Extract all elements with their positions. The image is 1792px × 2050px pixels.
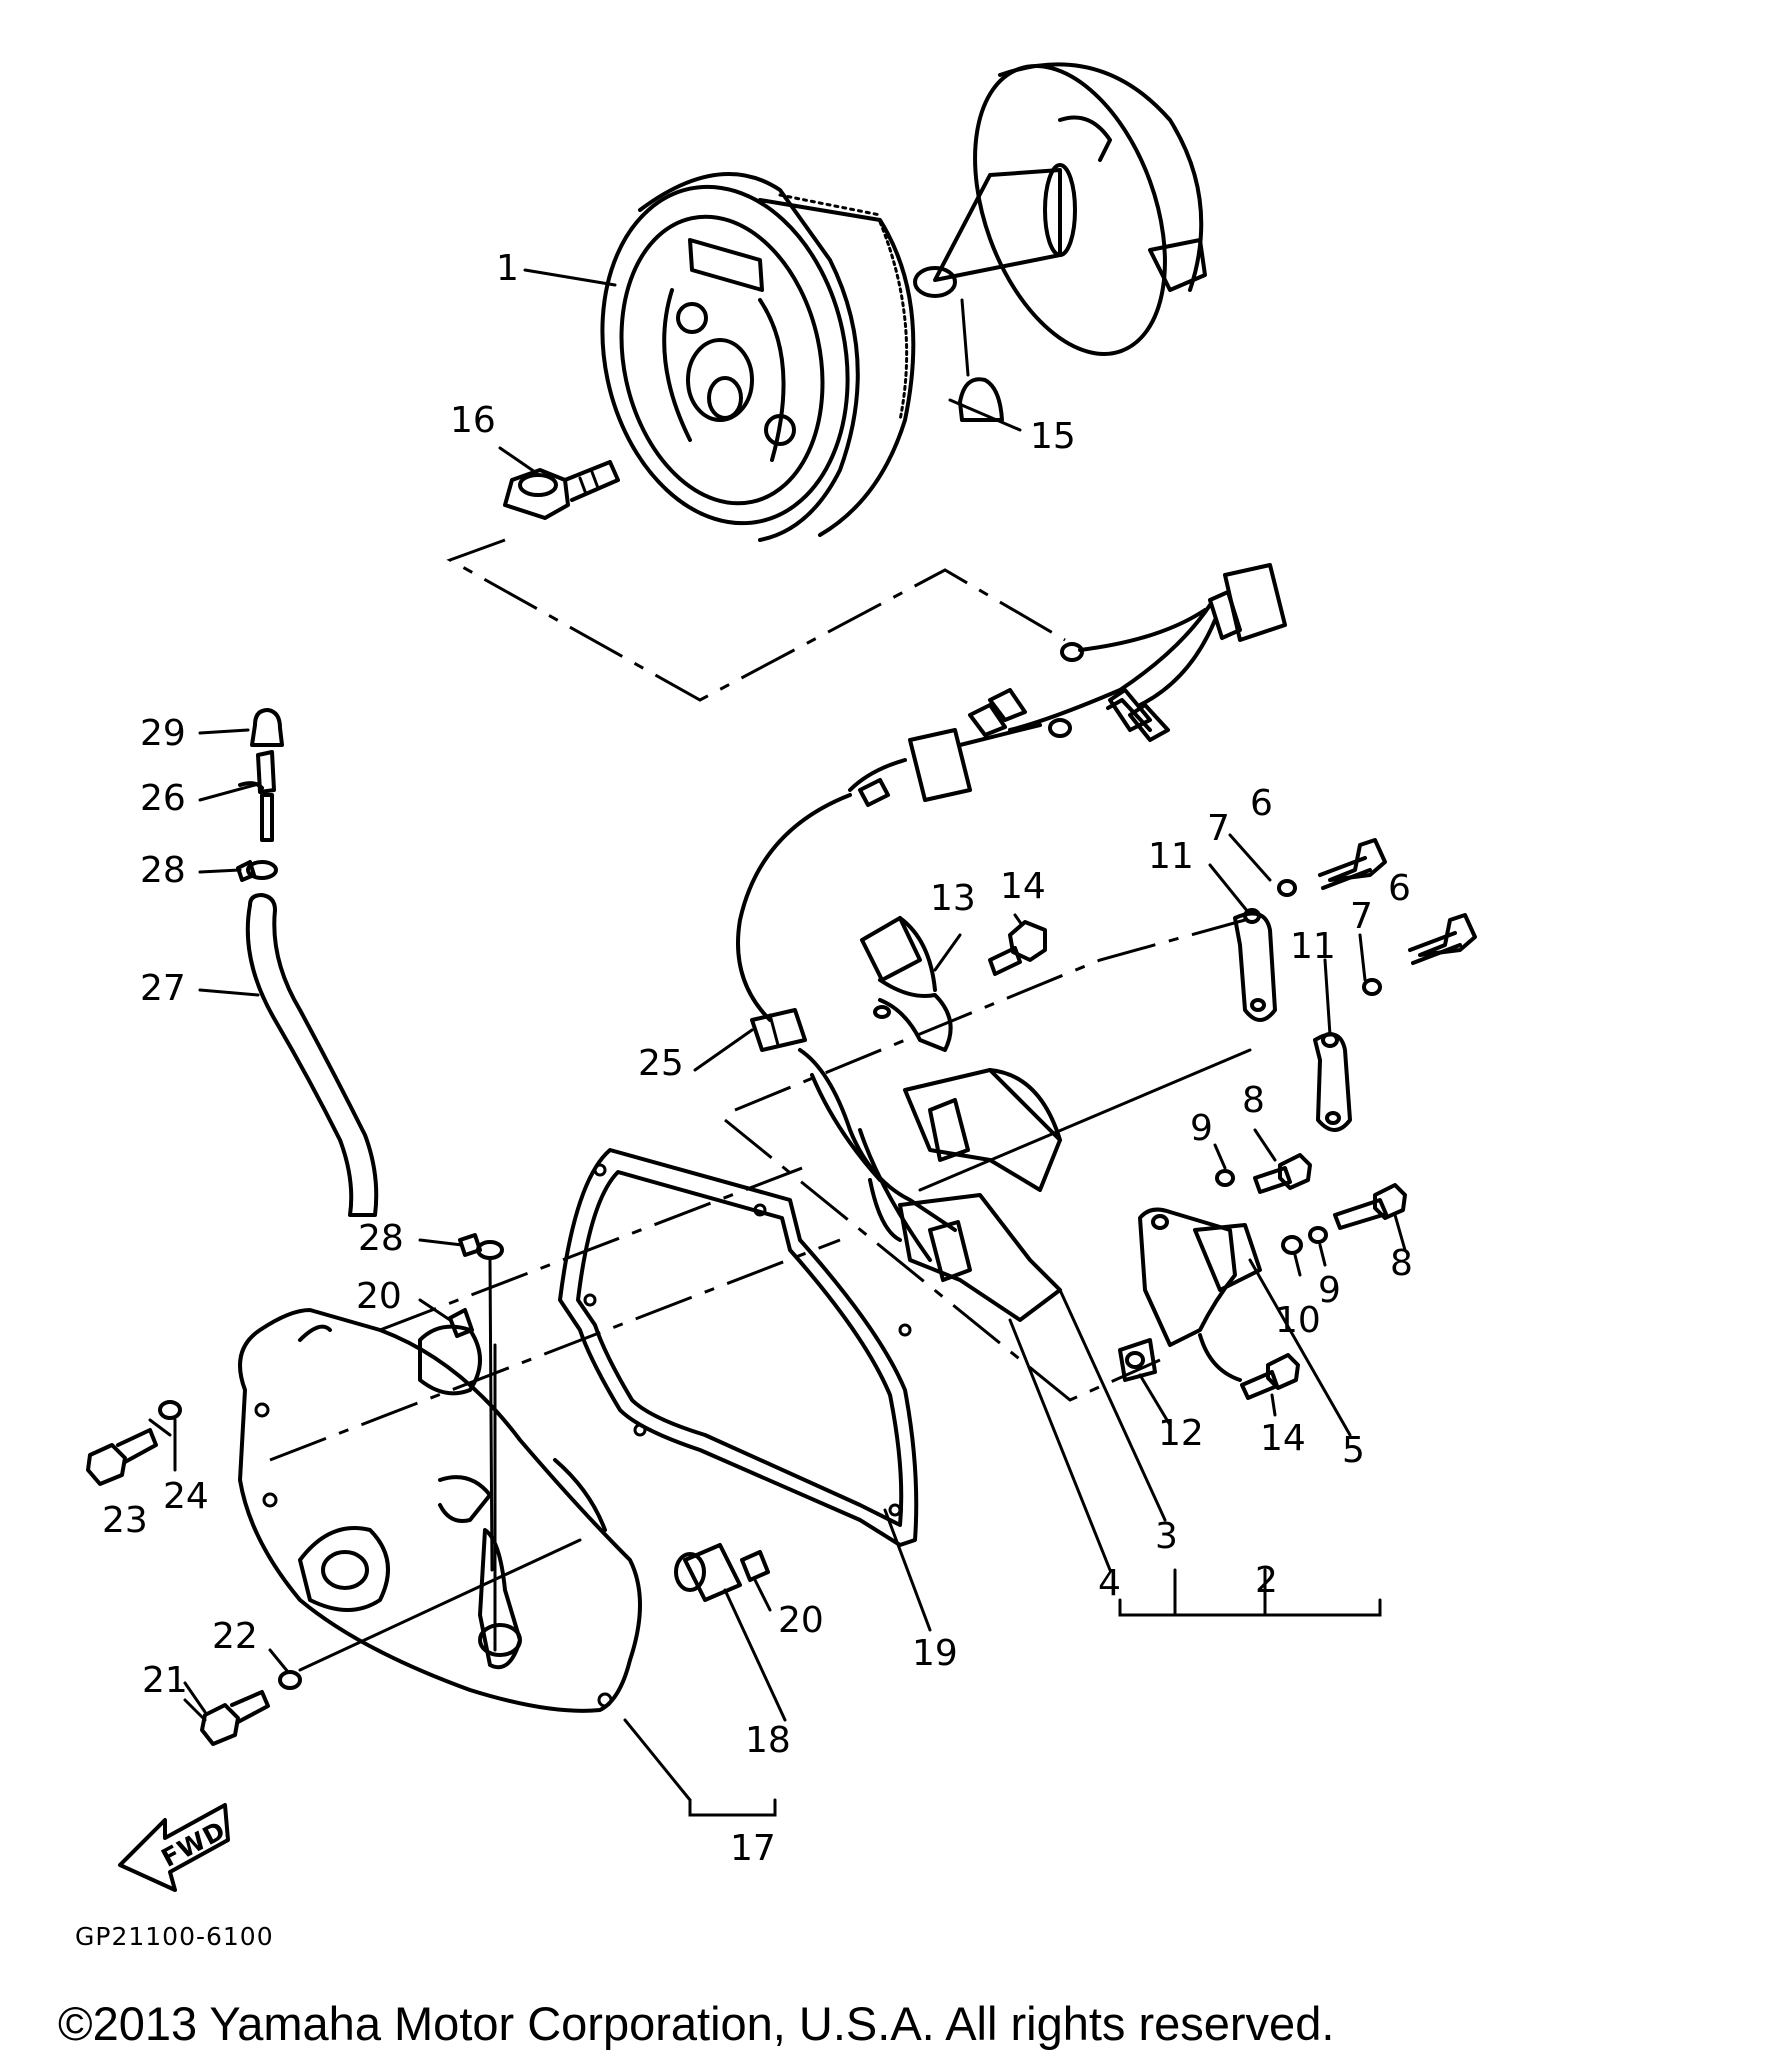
callout-6a: 6 (1250, 783, 1273, 824)
group-brackets (623, 1568, 1382, 1817)
copyright-notice: ©2013 Yamaha Motor Corporation, U.S.A. A… (58, 1997, 1335, 2050)
callout-7b: 7 (1350, 896, 1373, 937)
flywheel-drawing (600, 172, 916, 542)
callout-8b: 8 (1390, 1243, 1413, 1284)
callout-11a: 11 (1148, 836, 1194, 877)
callout-5: 5 (1342, 1430, 1365, 1471)
callout-15: 15 (1030, 416, 1076, 457)
callout-4: 4 (1098, 1563, 1121, 1604)
callout-20b: 20 (778, 1600, 824, 1641)
callout-17: 17 (730, 1828, 776, 1869)
callout-22: 22 (212, 1616, 258, 1657)
callout-labels: 1 2 3 4 5 6 6 7 7 8 8 9 9 10 11 11 12 13… (102, 248, 1413, 1869)
callout-9b: 9 (1318, 1270, 1341, 1311)
nut-drawing (503, 460, 620, 520)
key-drawing (958, 377, 1004, 422)
callout-3: 3 (1155, 1516, 1178, 1557)
harness-drawing (736, 563, 1287, 1022)
rotor-boss-drawing (913, 62, 1207, 356)
callout-20a: 20 (356, 1276, 402, 1317)
callout-14a: 14 (1000, 866, 1046, 907)
hose-assembly-drawing (236, 708, 504, 1572)
callout-18: 18 (745, 1720, 791, 1761)
fwd-arrow-icon: FWD (118, 1803, 231, 1892)
diagram-code: GP21100-6100 (75, 1922, 274, 1951)
callout-19: 19 (912, 1633, 958, 1674)
bolts-6-drawing (1277, 838, 1477, 996)
callout-2: 2 (1255, 1560, 1278, 1601)
pickup-coil-drawing (868, 1068, 1062, 1322)
callout-26: 26 (140, 778, 186, 819)
callout-16: 16 (450, 400, 496, 441)
callout-23: 23 (102, 1500, 148, 1541)
callout-6b: 6 (1388, 868, 1411, 909)
gasket-drawing (558, 1148, 919, 1547)
callout-29: 29 (140, 713, 186, 754)
clamp-drawing (860, 916, 1047, 1052)
leader-lines (148, 268, 1407, 1722)
callout-21: 21 (142, 1660, 188, 1701)
callout-28b: 28 (358, 1218, 404, 1259)
callout-14b: 14 (1260, 1418, 1306, 1459)
callout-10: 10 (1275, 1300, 1321, 1341)
grommet-drawing (750, 1008, 957, 1262)
callout-27: 27 (140, 968, 186, 1009)
charge-coil-drawing (1118, 1153, 1407, 1400)
crankcase-cover-drawing (238, 1308, 642, 1713)
callout-8a: 8 (1242, 1080, 1265, 1121)
cover-bolts-drawing (86, 1400, 302, 1746)
bushing-drawing (448, 1308, 770, 1602)
callout-7a: 7 (1207, 808, 1230, 849)
callout-28a: 28 (140, 850, 186, 891)
callout-9a: 9 (1190, 1108, 1213, 1149)
callout-1: 1 (496, 248, 519, 289)
callout-25: 25 (638, 1043, 684, 1084)
callout-11b: 11 (1290, 926, 1336, 967)
callout-12: 12 (1158, 1413, 1204, 1454)
callout-13: 13 (930, 878, 976, 919)
callout-24: 24 (163, 1476, 209, 1517)
